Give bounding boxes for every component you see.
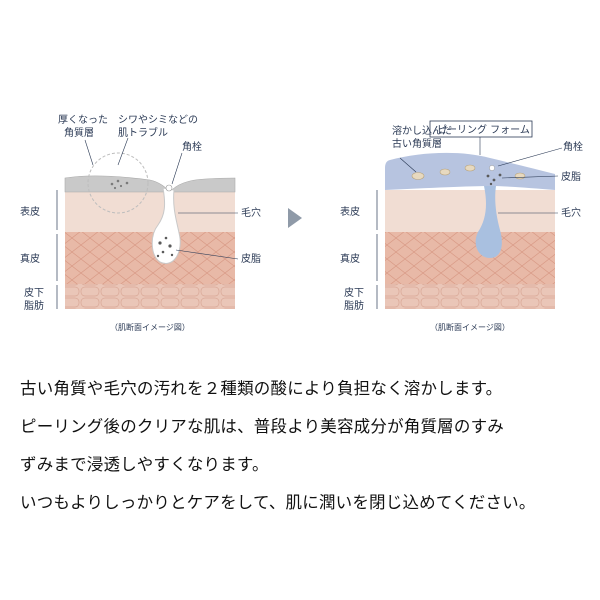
before-fat-pattern — [65, 284, 235, 309]
before-stratum-corneum — [64, 175, 236, 193]
after-fat-pattern — [385, 284, 555, 309]
before-label-thick-stratum: 厚くなった — [58, 114, 108, 126]
after-label-dissolved: 溶かし込んだ — [392, 124, 452, 137]
after-label-subcutaneous-2: 脂肪 — [344, 299, 364, 312]
after-sebum-dots — [486, 173, 502, 186]
after-keratin-plug-dot — [489, 165, 495, 171]
after-label-dermis: 真皮 — [340, 252, 360, 265]
after-label-epidermis: 表皮 — [340, 205, 360, 218]
description-line-3: ずみまで浸透しやすくなります。 — [20, 455, 269, 474]
after-pore — [475, 186, 502, 258]
before-label-sebum: 皮脂 — [241, 252, 261, 265]
after-label-dissolved-2: 古い角質層 — [392, 137, 442, 150]
before-stratum-dots — [110, 179, 129, 190]
before-label-skin-trouble-2: 肌トラブル — [118, 126, 168, 139]
before-label-skin-trouble: シワやシミなどの — [118, 114, 198, 126]
before-pore — [151, 187, 181, 264]
before-epidermis-layer — [65, 190, 235, 232]
before-caption: （肌断面イメージ図） — [110, 322, 190, 332]
before-label-subcutaneous: 皮下 — [24, 286, 44, 299]
before-diagram: 厚くなった 角質層 シワやシミなどの 肌トラブル 角栓 毛穴 皮脂 表皮 真皮 … — [20, 114, 261, 332]
before-label-keratin-plug: 角栓 — [182, 140, 202, 153]
after-label-pore: 毛穴 — [561, 206, 581, 219]
after-dermis-pattern — [385, 232, 555, 284]
before-keratin-plug-dot — [165, 184, 173, 192]
after-epidermis-layer — [385, 190, 555, 232]
after-label-product: ピーリング フォーム — [437, 123, 530, 136]
before-label-pore: 毛穴 — [241, 206, 261, 219]
before-sebum-dots — [156, 236, 174, 258]
after-foam-layer — [385, 152, 555, 190]
description-line-1: 古い角質や毛穴の汚れを２種類の酸により負担なく溶かします。 — [20, 379, 503, 398]
after-label-sebum: 皮脂 — [561, 170, 581, 183]
after-product-badge — [429, 120, 533, 138]
transition-arrow-icon — [288, 208, 302, 228]
description-line-2: ピーリング後のクリアな肌は、普段より美容成分が角質層のすみ — [20, 417, 504, 436]
skin-cross-section-diagram: 厚くなった 角質層 シワやシミなどの 肌トラブル 角栓 毛穴 皮脂 表皮 真皮 … — [20, 114, 583, 332]
after-label-keratin-plug: 角栓 — [563, 140, 583, 153]
before-label-dermis: 真皮 — [20, 252, 40, 265]
after-label-subcutaneous: 皮下 — [344, 286, 364, 299]
before-trouble-circle — [87, 152, 149, 214]
after-diagram: ピーリング フォーム 溶かし込んだ 古い角質層 角栓 皮脂 毛穴 表皮 真皮 皮… — [340, 120, 583, 332]
description-line-4: いつもよりしっかりとケアをして、肌に潤いを閉じ込めてください。 — [20, 493, 536, 512]
before-label-thick-stratum-2: 角質層 — [64, 126, 94, 139]
before-label-epidermis: 表皮 — [20, 205, 40, 218]
after-caption: （肌断面イメージ図） — [430, 322, 510, 332]
before-dermis-pattern — [65, 232, 235, 284]
product-description: 古い角質や毛穴の汚れを２種類の酸により負担なく溶かします。 ピーリング後のクリア… — [20, 370, 585, 522]
before-label-subcutaneous-2: 脂肪 — [24, 299, 44, 312]
